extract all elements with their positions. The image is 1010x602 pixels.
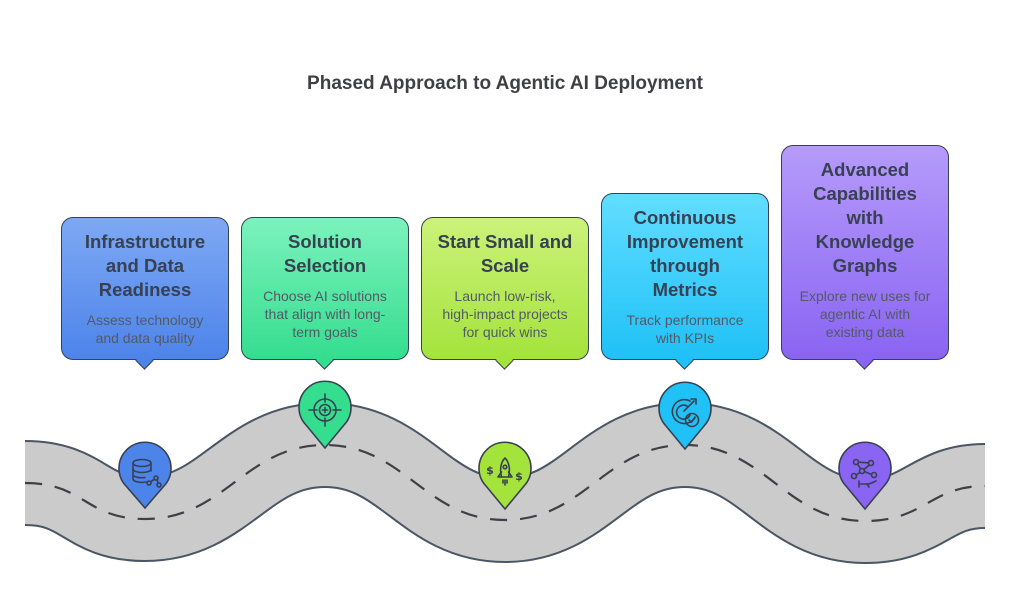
pin-start-small: $ $	[478, 441, 532, 511]
phase-description: Assess technology and data quality	[86, 312, 204, 346]
target-crosshair-icon	[308, 393, 342, 427]
phase-description: Choose AI solutions that align with long…	[263, 288, 387, 340]
phase-card-advanced-capabilities: Advanced Capabilities with Knowledge Gra…	[781, 145, 949, 370]
phase-card-start-small: Start Small and Scale Launch low-risk, h…	[421, 217, 589, 370]
target-check-icon	[671, 398, 700, 428]
phase-card-infrastructure: Infrastructure and Data Readiness Assess…	[61, 217, 229, 370]
phase-heading: Advanced Capabilities with Knowledge Gra…	[813, 159, 917, 276]
pin-infrastructure	[118, 441, 172, 510]
pin-solution-selection	[298, 380, 352, 450]
rocket-dollar-icon	[497, 457, 513, 486]
phase-card-solution-selection: Solution Selection Choose AI solutions t…	[241, 217, 409, 370]
phase-card-continuous-improvement: Continuous Improvement through Metrics T…	[601, 193, 769, 370]
road-center-line	[24, 443, 986, 523]
phase-heading: Continuous Improvement through Metrics	[626, 207, 744, 300]
dollar-sign-left: $	[486, 464, 494, 477]
phase-description: Explore new uses for agentic AI with exi…	[799, 288, 931, 340]
pin-advanced-capabilities	[838, 441, 892, 511]
phase-heading: Infrastructure and Data Readiness	[84, 231, 206, 300]
dollar-sign-right: $	[515, 470, 523, 483]
phase-heading: Solution Selection	[283, 231, 367, 276]
phase-description: Track performance with KPIs	[626, 312, 744, 346]
diagram-title: Phased Approach to Agentic AI Deployment	[307, 73, 703, 94]
knowledge-graph-hand-icon	[850, 458, 878, 488]
phase-description: Launch low-risk, high-impact projects fo…	[442, 288, 568, 340]
pin-continuous-improvement	[658, 381, 712, 451]
phase-heading: Start Small and Scale	[437, 231, 573, 276]
database-network-icon	[132, 458, 162, 488]
